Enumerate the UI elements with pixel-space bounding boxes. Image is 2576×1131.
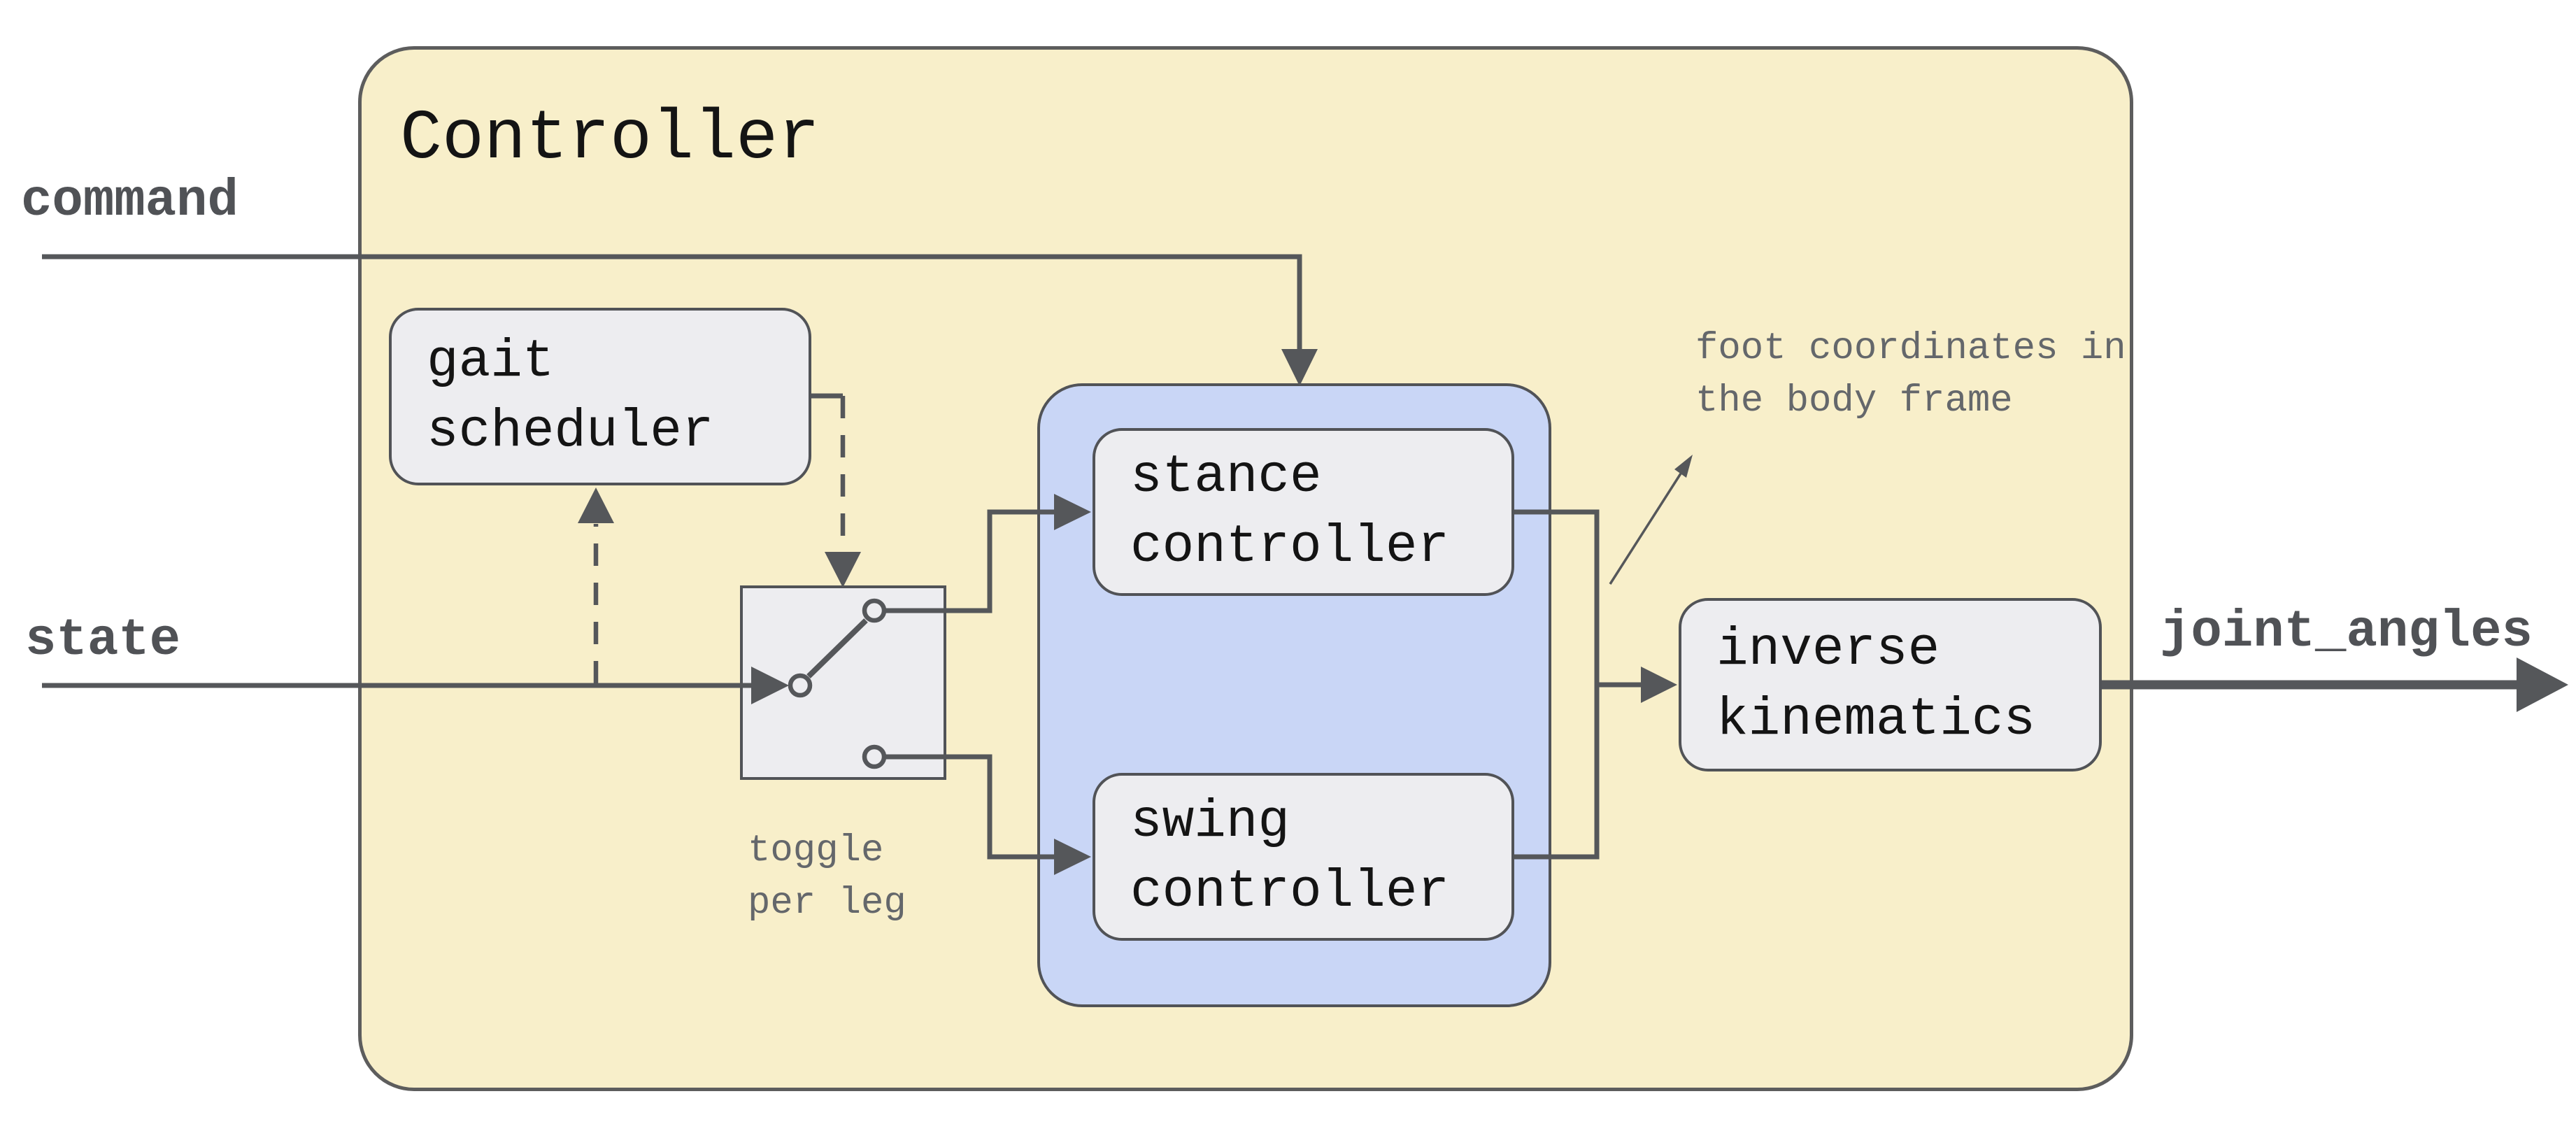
ik-in-arrowhead-icon: [1641, 667, 1677, 703]
command-wire: [42, 254, 1302, 350]
node-stance-controller: stance controller: [1093, 428, 1514, 596]
swing-in-arrowhead-icon: [1054, 839, 1091, 875]
joint-angles-arrowhead-icon: [2517, 657, 2568, 712]
toggle-pole-icon: [788, 673, 813, 698]
state-gait-arrowhead-icon: [578, 488, 614, 523]
gait-toggle-arrowhead-icon: [825, 552, 861, 588]
node-gait-scheduler: gait scheduler: [389, 308, 811, 485]
toggle-per-leg-caption: toggle per leg: [748, 830, 906, 925]
state-arrowhead-icon: [751, 667, 789, 704]
toggle-contact-top-icon: [862, 598, 887, 623]
stance-in-arrowhead-icon: [1054, 494, 1091, 530]
gait-scheduler-label: gait scheduler: [427, 331, 714, 462]
joint-angles-output-label: joint_angles: [2160, 603, 2533, 662]
node-inverse-kinematics: inverse kinematics: [1679, 598, 2102, 771]
toggle-swing-wire: [884, 754, 1055, 860]
toggle-stance-wire: [884, 509, 1055, 613]
diagram-title: Controller: [400, 100, 820, 179]
toggle-lever-icon: [806, 618, 868, 678]
foot-coordinates-pointer-line: [1609, 473, 1682, 585]
node-swing-controller: swing controller: [1093, 773, 1514, 941]
stance-controller-label: stance controller: [1130, 446, 1450, 577]
command-input-label: command: [21, 172, 239, 231]
command-arrowhead-icon: [1281, 349, 1318, 386]
foot-coordinates-pointer-arrowhead-icon: [1674, 455, 1693, 478]
toggle-contact-bottom-icon: [862, 744, 887, 769]
state-input-label: state: [25, 611, 181, 670]
controllers-output-merge-wire: [1514, 509, 1600, 860]
swing-controller-label: swing controller: [1130, 791, 1450, 922]
foot-coordinates-annotation: foot coordinates in the body frame: [1695, 327, 2126, 422]
inverse-kinematics-label: inverse kinematics: [1716, 619, 2036, 750]
